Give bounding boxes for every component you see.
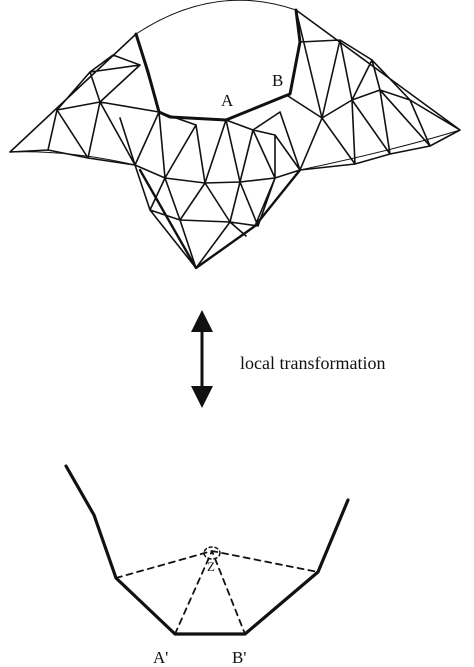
apex-z-marker — [203, 546, 221, 560]
label-point-a-prime: A' — [153, 648, 168, 667]
surface-outline-right — [299, 129, 461, 171]
double-arrow-icon — [191, 310, 213, 408]
label-point-a: A — [221, 91, 234, 110]
label-point-b-prime: B' — [232, 648, 246, 667]
mesh-bold-edges — [134, 8, 302, 122]
mesh-thin-edges — [9, 9, 461, 269]
surface-bottom-bold-edge — [138, 168, 302, 270]
transformation-caption: local transformation — [240, 353, 385, 373]
surface-outline-top — [135, 0, 297, 35]
local-transformation-profile — [64, 464, 350, 636]
label-point-b: B — [272, 71, 283, 90]
label-point-z: Z — [207, 559, 215, 574]
triangulated-surface-mesh — [9, 0, 461, 270]
profile-bold-polyline — [64, 464, 350, 636]
profile-dashed-lines — [115, 550, 319, 635]
